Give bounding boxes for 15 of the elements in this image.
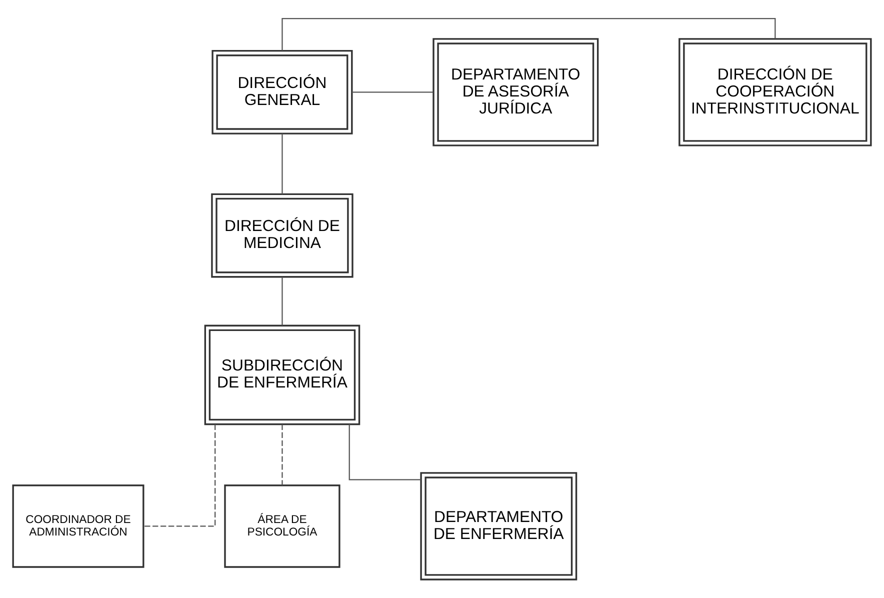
node-box: DIRECCIÓN DE MEDICINA xyxy=(211,193,354,278)
node-box: DEPARTAMENTO DE ASESORÍA JURÍDICA xyxy=(432,38,599,146)
node-box: SUBDIRECCIÓN DE ENFERMERÍA xyxy=(204,324,360,426)
connector xyxy=(282,18,776,51)
connector xyxy=(282,276,283,326)
connector xyxy=(352,92,434,93)
node-box: DIRECCIÓN DE COOPERACIÓN INTERINSTITUCIONAL xyxy=(678,38,872,146)
node-box: ÁREA DE PSICOLOGÍA xyxy=(224,484,340,568)
node-box: COORDINADOR DE ADMINISTRACIÓN xyxy=(12,484,144,568)
node-box: DIRECCIÓN GENERAL xyxy=(212,50,353,134)
connector xyxy=(348,424,421,480)
connector xyxy=(282,424,283,486)
connector xyxy=(143,424,216,527)
connector xyxy=(282,134,283,194)
node-box: DEPARTAMENTO DE ENFERMERÍA xyxy=(420,472,578,580)
